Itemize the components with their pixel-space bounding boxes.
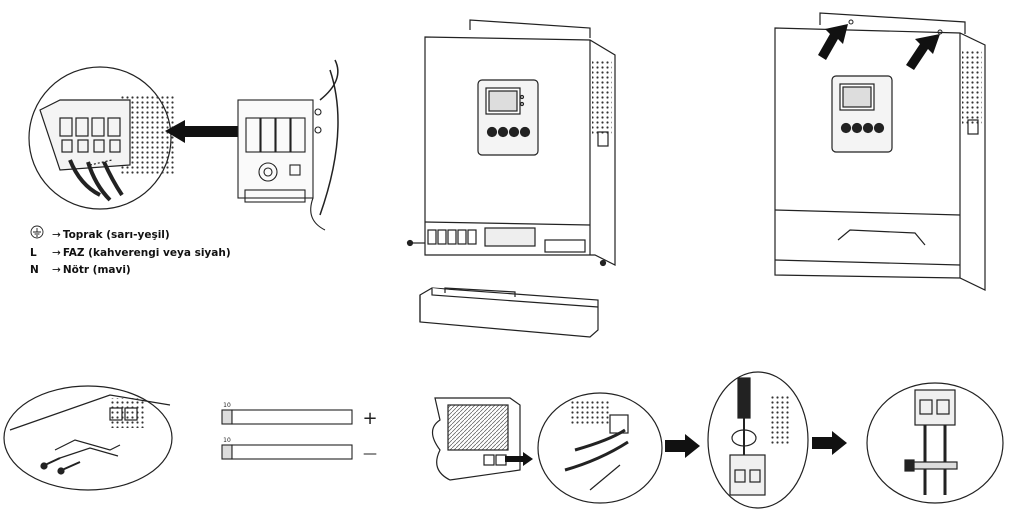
bottom-cover [419, 287, 599, 338]
wire-color-legend: → Toprak (sarı-yeşil) L → FAZ (kahvereng… [30, 225, 231, 279]
battery-cable-zoom [537, 392, 663, 504]
legend-row-ground: → Toprak (sarı-yeşil) [30, 225, 231, 245]
mount-arrow-left [818, 24, 848, 60]
arrow-right-2 [665, 434, 700, 458]
legend-arrow: → [52, 264, 61, 276]
ground-icon [30, 225, 48, 245]
arrow-right-3 [812, 431, 847, 455]
legend-arrow: → [52, 247, 61, 259]
bottom-plate-zoom [3, 385, 173, 491]
negative-sign: — [363, 446, 377, 462]
legend-ground-text: Toprak (sarı-yeşil) [62, 228, 170, 241]
legend-neutral-text: Nötr (mavi) [62, 264, 131, 276]
cable-tag-negative: 10 [223, 437, 231, 444]
battery-terminal-view [431, 397, 521, 481]
exposed-terminals [427, 227, 586, 253]
inverter-front-open [406, 19, 616, 267]
legend-row-line: L → FAZ (kahverengi veya siyah) [30, 245, 231, 262]
terminal-screws [59, 117, 121, 153]
battery-cables [221, 409, 353, 460]
terminal-zoom-panel [28, 66, 175, 210]
positive-sign: + [362, 408, 377, 429]
inverter-mounting [774, 12, 986, 291]
cable-tag-positive: 10 [223, 402, 231, 409]
arrow-left [165, 120, 245, 143]
arrow-right-1 [505, 452, 533, 466]
cable-tie-zoom [866, 382, 1004, 504]
legend-line-text: FAZ (kahverengi veya siyah) [62, 247, 231, 259]
screwdriver-zoom [707, 371, 809, 509]
control-panel [477, 79, 539, 156]
legend-neutral-symbol: N [30, 264, 39, 276]
legend-line-symbol: L [30, 247, 37, 259]
legend-arrow: → [52, 228, 61, 241]
terminal-overview [237, 59, 339, 231]
mount-arrow-right [906, 34, 940, 70]
control-panel-2 [831, 75, 893, 153]
legend-row-neutral: N → Nötr (mavi) [30, 262, 231, 279]
